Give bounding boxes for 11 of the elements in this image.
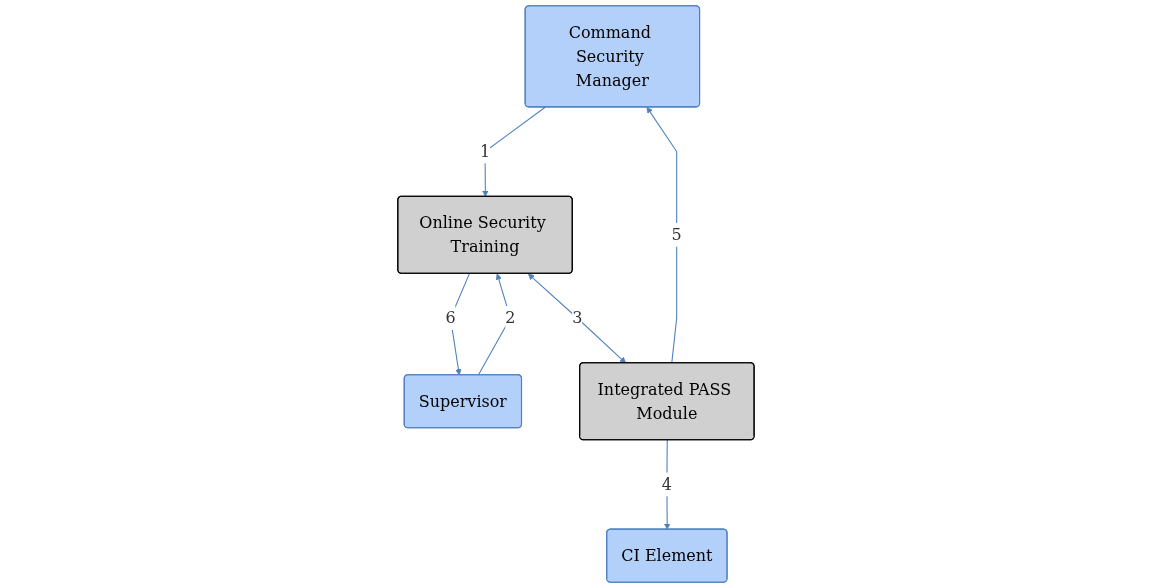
edge-label: 5 (671, 225, 682, 244)
edge-label: 1 (479, 142, 490, 161)
arrow (663, 439, 670, 530)
edge-label: 3 (571, 308, 582, 328)
edge-label: 2 (504, 308, 515, 328)
edge-label: 6 (444, 308, 456, 328)
arrow (527, 273, 626, 364)
edge-label: 4 (661, 475, 672, 494)
arrow (646, 106, 677, 364)
arrow (481, 106, 546, 197)
arrow (449, 273, 470, 376)
